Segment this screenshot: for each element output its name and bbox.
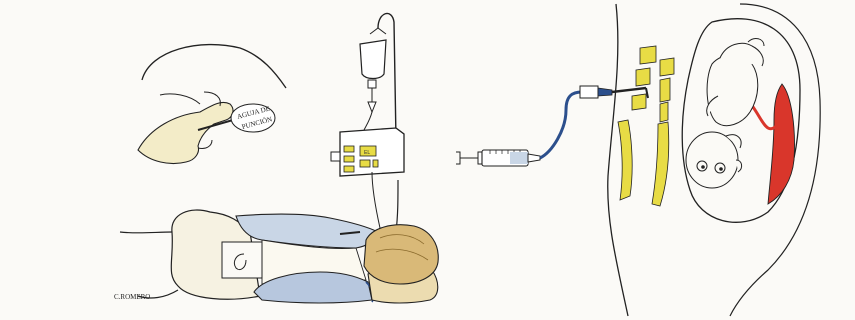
iv-tube xyxy=(364,112,372,130)
fetus-head xyxy=(686,132,738,188)
syringe-icon xyxy=(456,150,540,166)
pump-display-label: EL xyxy=(364,150,370,156)
wrist xyxy=(160,94,200,104)
connector-cap xyxy=(598,88,612,96)
infusion-pump-icon: EL xyxy=(331,128,404,176)
artist-signature: C.ROMERO xyxy=(114,293,150,301)
vertebrae xyxy=(618,46,674,206)
plaster xyxy=(222,242,262,278)
lying-patient xyxy=(120,210,438,303)
tube-connector xyxy=(580,86,598,98)
hand xyxy=(138,102,233,163)
catheter-tube xyxy=(360,172,380,232)
spine-uterus-section xyxy=(608,4,820,316)
catheter-line xyxy=(612,88,646,92)
iv-bag-icon xyxy=(360,28,386,112)
hair xyxy=(364,225,438,284)
iv-setup: EL xyxy=(331,13,404,232)
hand-needle-scene: AGUJA DE PUNCIÓN xyxy=(138,45,286,164)
iv-pole-lower xyxy=(396,180,398,232)
back-contour xyxy=(142,45,286,88)
epidural-tube xyxy=(540,92,582,158)
patient-leg-line xyxy=(120,232,172,233)
